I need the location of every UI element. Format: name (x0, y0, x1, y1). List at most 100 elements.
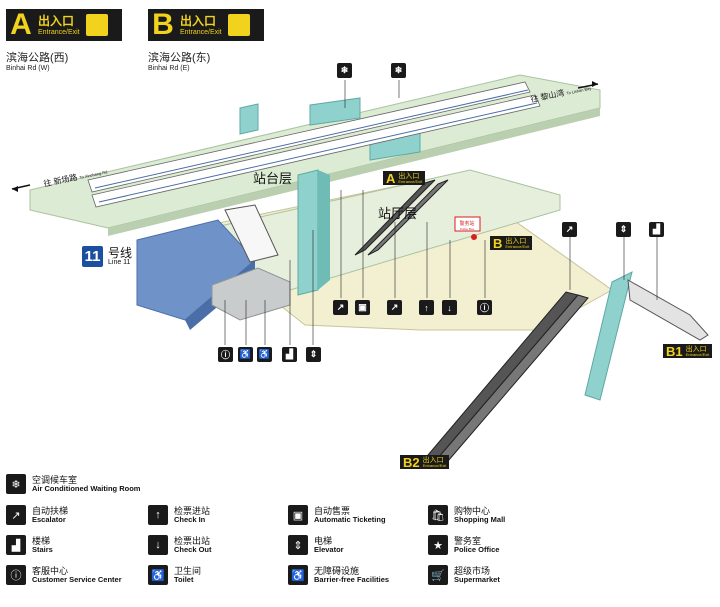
entrance-a-letter: A (10, 8, 32, 41)
glass-column (297, 169, 319, 296)
legend-en: Check In (174, 514, 206, 524)
escalator-icon: ↗ (6, 505, 26, 525)
escalator-icon: ↗ (333, 300, 348, 315)
legend-cn: 空调候车室 (32, 474, 78, 485)
exit-b1-cn: 出入口 (685, 345, 707, 353)
police-box-dot (471, 234, 477, 240)
ticket-machine-icon: ▣ (355, 300, 370, 315)
legend-cn: 检票出站 (174, 535, 211, 546)
stairs-icon: ▟ (282, 347, 297, 362)
toilet-icon: ♿ (148, 565, 168, 585)
police-box-en: Police Box (460, 227, 475, 231)
concourse-floor-label: 站厅层 (378, 206, 417, 221)
police-box-cn: 警务站 (459, 220, 474, 227)
legend-cn: 超级市场 (454, 565, 491, 576)
legend-en: Stairs (32, 544, 53, 554)
legend-en: Air Conditioned Waiting Room (32, 483, 141, 493)
exit-b-en: Entrance/Exit (505, 243, 530, 249)
shopping-mall-icon: 🛍 (428, 505, 448, 525)
legend-cn: 无障碍设施 (314, 565, 360, 576)
stairs-icon: ▟ (649, 222, 664, 237)
legend-en: Barrier-free Facilities (314, 574, 390, 584)
exit-b-cn: 出入口 (505, 237, 527, 245)
legend-cn: 卫生间 (174, 565, 202, 576)
snowflake-icon: ❄ (391, 63, 406, 78)
corridor-b1 (627, 279, 709, 341)
stairs-icon: ▟ (6, 535, 26, 555)
elevator-icon: ⇕ (616, 222, 631, 237)
legend-en: Toilet (174, 574, 194, 584)
exit-b2-letter: B2 (403, 454, 420, 470)
legend-cn: 电梯 (314, 535, 333, 546)
road-west-en: Binhai Rd (W) (6, 64, 50, 72)
legend-cn: 客服中心 (32, 565, 69, 576)
legend-cn: 购物中心 (454, 505, 491, 516)
glass-column (309, 97, 361, 126)
escalator (367, 179, 449, 256)
exit-a-cn: 出入口 (398, 172, 420, 180)
snowflake-icon: ❄ (6, 474, 26, 494)
ticket-machine-icon: ▣ (288, 505, 308, 525)
legend-cn: 自动扶梯 (32, 505, 69, 516)
exit-a-en: Entrance/Exit (398, 178, 423, 184)
elevator-icon (227, 14, 250, 36)
leader-lines (224, 80, 658, 345)
elevator-icon (85, 14, 108, 36)
legend-en: Automatic Ticketing (314, 514, 386, 524)
accessible-icon: ♿ (288, 565, 308, 585)
glass-column (239, 103, 259, 135)
elevator-icon: ⇕ (306, 347, 321, 362)
exit-b2-en: Entrance/Exit (422, 462, 447, 468)
entrance-b-en: Entrance/Exit (180, 28, 222, 36)
line11-en: Line 11 (108, 259, 131, 267)
legend-cn: 警务室 (454, 535, 482, 546)
exit-b1-en: Entrance/Exit (685, 351, 710, 357)
train (91, 94, 541, 208)
exit-b2-cn: 出入口 (422, 456, 444, 464)
check-in-icon: ↑ (419, 300, 434, 315)
road-east-cn: 滨海公路(东) (148, 52, 211, 64)
entrance-b-letter: B (152, 8, 174, 41)
elevator-icon: ⇕ (288, 535, 308, 555)
police-box-marker (454, 216, 481, 232)
toilet-icon: ♿ (238, 347, 253, 362)
legend-en: Elevator (314, 544, 344, 554)
stairs (224, 204, 279, 263)
road-east-en: Binhai Rd (E) (148, 64, 190, 72)
legend-cn: 自动售票 (314, 505, 351, 516)
entrance-a-cn: 出入口 (38, 13, 75, 28)
legend-en: Police Office (454, 544, 500, 554)
check-in-icon: ↑ (148, 505, 168, 525)
snowflake-icon: ❄ (337, 63, 352, 78)
check-out-icon: ↓ (442, 300, 457, 315)
legend-cn: 楼梯 (32, 535, 51, 546)
legend-en: Customer Service Center (32, 574, 122, 584)
accessible-icon: ♿ (257, 347, 272, 362)
check-out-icon: ↓ (148, 535, 168, 555)
customer-service-icon: ⓘ (477, 300, 492, 315)
exit-a-letter: A (386, 170, 396, 186)
legend-en: Shopping Mall (454, 514, 506, 524)
legend-en: Supermarket (454, 574, 500, 584)
customer-service-icon: ⓘ (218, 347, 233, 362)
road-west-cn: 滨海公路(西) (6, 52, 69, 64)
platform-floor-label: 站台层 (253, 171, 292, 186)
glass-column (584, 271, 633, 401)
line11-cn: 号线 (108, 245, 133, 260)
exit-b1-letter: B1 (666, 343, 683, 359)
